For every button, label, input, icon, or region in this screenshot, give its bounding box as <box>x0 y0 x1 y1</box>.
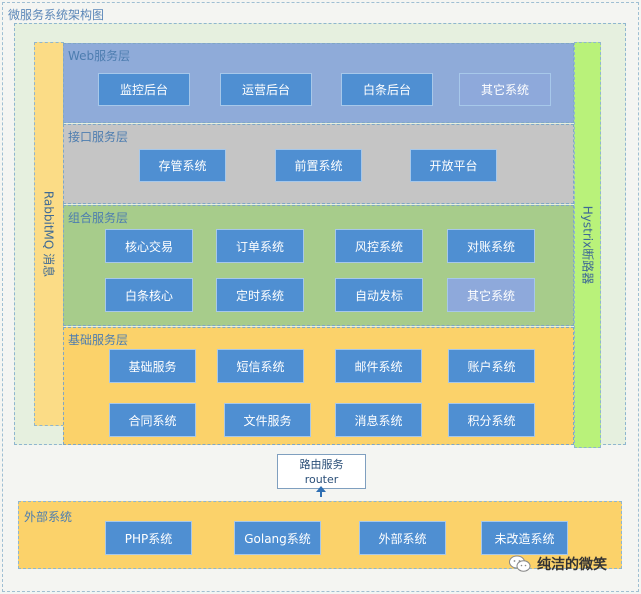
composite-item-baitiao-core: 白条核心 <box>105 278 193 312</box>
web-item-baitiao: 白条后台 <box>341 73 433 106</box>
api-item-open-platform: 开放平台 <box>410 149 497 182</box>
hystrix-bar: Hystrix断路器 <box>574 42 601 448</box>
api-item-front: 前置系统 <box>275 149 362 182</box>
base-layer-label: 基础服务层 <box>68 333 129 347</box>
watermark: 纯洁的微笑 <box>509 550 627 578</box>
base-item-message: 消息系统 <box>335 403 422 437</box>
base-item-points: 积分系统 <box>448 403 535 437</box>
api-layer-label: 接口服务层 <box>68 130 129 144</box>
composite-item-reconcile: 对账系统 <box>447 229 535 263</box>
composite-layer-label: 组合服务层 <box>68 211 129 225</box>
web-item-monitor: 监控后台 <box>98 73 190 106</box>
base-item-contract: 合同系统 <box>109 403 196 437</box>
rabbitmq-label: RabbitMQ 消息 <box>41 190 56 278</box>
web-layer: Web服务层 监控后台 运营后台 白条后台 其它系统 <box>63 43 574 123</box>
composite-item-core-trade: 核心交易 <box>105 229 193 263</box>
hystrix-label: Hystrix断路器 <box>580 205 594 285</box>
router-subtitle: router <box>304 473 339 486</box>
router-arrow-line <box>320 489 322 497</box>
web-item-other: 其它系统 <box>459 73 551 106</box>
diagram-title: 微服务系统架构图 <box>8 8 105 22</box>
base-item-sms: 短信系统 <box>217 349 304 383</box>
wechat-icon <box>509 555 531 573</box>
composite-item-scheduler: 定时系统 <box>216 278 304 312</box>
composite-item-order: 订单系统 <box>216 229 304 263</box>
base-item-basic: 基础服务 <box>109 349 196 383</box>
router-title: 路由服务 <box>299 458 344 471</box>
composite-item-auto-bid: 自动发标 <box>335 278 423 312</box>
base-item-file: 文件服务 <box>224 403 311 437</box>
composite-layer: 组合服务层 核心交易 订单系统 风控系统 对账系统 白条核心 定时系统 自动发标… <box>63 205 574 326</box>
rabbitmq-bar: RabbitMQ 消息 <box>34 42 64 426</box>
web-layer-label: Web服务层 <box>68 49 131 63</box>
api-layer: 接口服务层 存管系统 前置系统 开放平台 <box>63 124 574 204</box>
base-layer: 基础服务层 基础服务 短信系统 邮件系统 账户系统 合同系统 文件服务 消息系统… <box>63 327 574 445</box>
base-item-mail: 邮件系统 <box>335 349 422 383</box>
external-item-legacy: 未改造系统 <box>481 521 568 555</box>
composite-item-risk: 风控系统 <box>335 229 423 263</box>
watermark-text: 纯洁的微笑 <box>537 557 607 573</box>
composite-item-other: 其它系统 <box>447 278 535 312</box>
external-item-external: 外部系统 <box>359 521 446 555</box>
external-item-php: PHP系统 <box>105 521 192 555</box>
web-item-operations: 运营后台 <box>220 73 312 106</box>
api-item-custody: 存管系统 <box>139 149 226 182</box>
base-item-account: 账户系统 <box>448 349 535 383</box>
router-box: 路由服务 router <box>277 454 366 489</box>
external-item-golang: Golang系统 <box>234 521 321 555</box>
external-layer-label: 外部系统 <box>24 510 73 524</box>
